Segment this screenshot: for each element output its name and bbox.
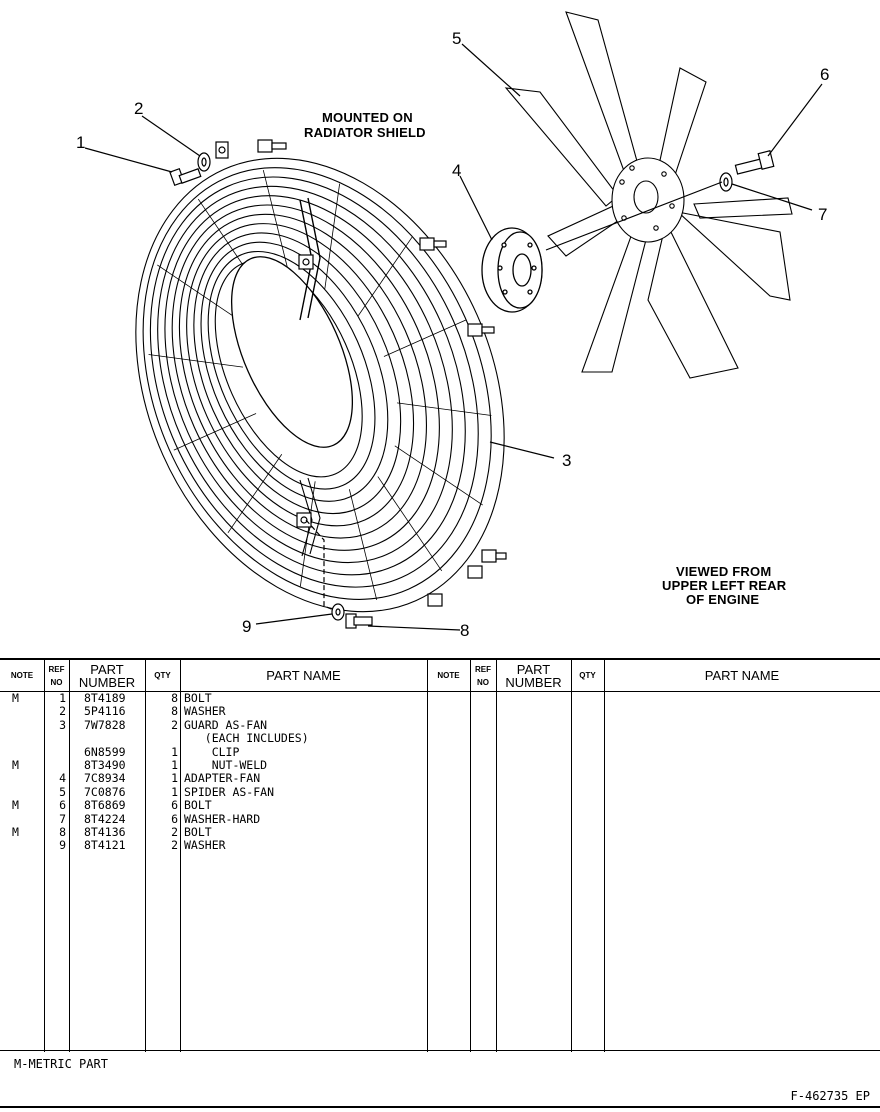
callout-2: 2	[134, 99, 143, 118]
fan-spider	[504, 11, 793, 379]
callout-5: 5	[452, 29, 461, 48]
bottom-rule	[0, 1106, 880, 1108]
column-rule	[180, 660, 181, 1052]
guard-ring	[200, 241, 389, 502]
column-rule	[496, 660, 497, 1052]
guard-strut	[377, 476, 443, 572]
viewed-label-line-1: VIEWED FROM	[676, 564, 771, 579]
guard-strut	[262, 169, 292, 281]
header-qty: QTY	[145, 660, 180, 692]
washer-item-7	[719, 172, 733, 192]
column-rule	[69, 660, 70, 1052]
guard-mounting-clips	[215, 139, 507, 607]
callout-4: 4	[452, 161, 461, 180]
fan-adapter	[481, 227, 543, 313]
column-rule	[145, 660, 146, 1052]
exploded-view-diagram: 1 2 3 4 5 6 7 8 9 MOUNTED ON RADIATOR SH…	[76, 11, 829, 640]
header-note: NOTE	[0, 660, 44, 692]
guard-rings	[135, 157, 505, 613]
bolt-item-1	[169, 167, 202, 187]
guard-strut	[173, 413, 257, 451]
mounted-on-label: MOUNTED ON RADIATOR SHIELD	[304, 110, 426, 140]
column-rule	[571, 660, 572, 1052]
guard-ring	[193, 232, 402, 515]
washer-item-2	[197, 152, 211, 172]
guard-strut	[394, 445, 483, 506]
callout-9: 9	[242, 617, 251, 636]
bolt-item-6	[734, 150, 775, 175]
guard-strut	[357, 236, 413, 316]
guard-ring	[186, 223, 415, 527]
guard-ring	[178, 213, 427, 539]
callout-1: 1	[76, 133, 85, 152]
mounted-label-line-1: MOUNTED ON	[322, 110, 413, 125]
column-rule	[44, 660, 45, 1052]
guard-ring	[157, 185, 466, 576]
viewed-label-line-3: OF ENGINE	[686, 592, 759, 607]
leader-lines	[84, 43, 823, 631]
guard-strut	[396, 402, 492, 416]
callout-3: 3	[562, 451, 571, 470]
guard-ring	[135, 157, 505, 613]
header-part-name-right: PART NAME	[604, 660, 880, 692]
footer: M-METRIC PART F-462735 EP	[0, 1050, 880, 1112]
callout-numbers: 1 2 3 4 5 6 7 8 9	[76, 29, 829, 640]
bolt-item-8	[345, 613, 373, 629]
guard-strut	[324, 183, 341, 289]
washer-item-9	[331, 603, 345, 621]
guard-ring	[164, 195, 453, 564]
header-part-name: PART NAME	[180, 660, 427, 692]
guard-ring	[171, 204, 440, 551]
header-qty-right: QTY	[571, 660, 604, 692]
guard-ring	[207, 250, 376, 490]
callout-8: 8	[460, 621, 469, 640]
guard-ring	[149, 176, 479, 588]
guard-strut	[148, 354, 244, 368]
guard-strut	[157, 264, 246, 325]
guard-center-opening	[230, 256, 354, 448]
fan-guard	[135, 157, 505, 613]
header-note-right: NOTE	[427, 660, 470, 692]
guard-strut	[383, 319, 467, 357]
guard-strut	[348, 489, 378, 601]
viewed-from-label: VIEWED FROM UPPER LEFT REAR OF ENGINE	[662, 564, 787, 607]
column-rule	[470, 660, 471, 1052]
metric-footnote: M-METRIC PART	[14, 1057, 108, 1071]
viewed-label-line-2: UPPER LEFT REAR	[662, 578, 787, 593]
callout-7: 7	[818, 205, 827, 224]
table-row: (EACH INCLUDES)	[184, 731, 309, 746]
guard-strut	[227, 454, 283, 534]
figure-id: F-462735 EP	[790, 1089, 870, 1103]
column-rule	[604, 660, 605, 1052]
callout-6: 6	[820, 65, 829, 84]
guard-ring	[142, 167, 492, 600]
mounted-label-line-2: RADIATOR SHIELD	[304, 125, 426, 140]
column-rule	[427, 660, 428, 1052]
